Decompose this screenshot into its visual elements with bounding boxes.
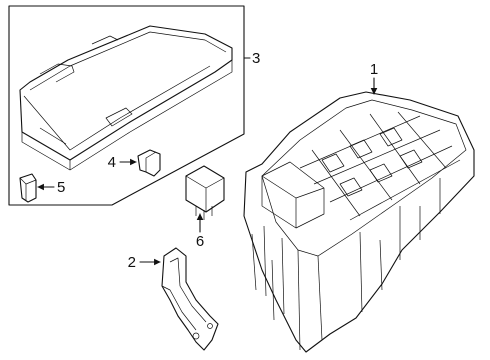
callout-5: 5	[57, 179, 65, 196]
fuse-box-cover	[19, 25, 233, 171]
callout-2: 2	[128, 254, 136, 271]
callout-3: 3	[252, 50, 260, 67]
callout-1: 1	[370, 61, 378, 78]
fuse-box-main-body	[243, 91, 475, 353]
inset-box	[8, 5, 245, 206]
fuse-part	[19, 173, 37, 203]
relay-part	[185, 165, 225, 220]
callout-4: 4	[108, 154, 116, 171]
small-clip-part	[137, 149, 161, 177]
bracket-part	[161, 247, 219, 351]
callout-6: 6	[196, 233, 204, 250]
